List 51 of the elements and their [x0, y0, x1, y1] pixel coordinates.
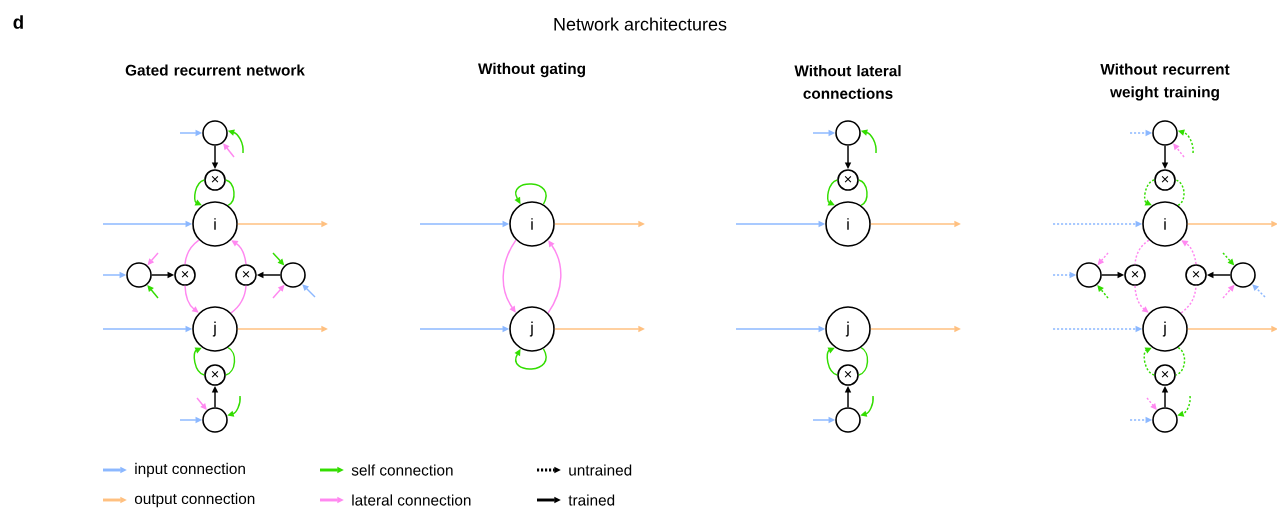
connector-line — [858, 179, 868, 207]
legend-label: self connection — [351, 464, 453, 476]
connector-line — [184, 239, 200, 265]
arrow — [826, 347, 838, 376]
neuron-circle — [1152, 120, 1178, 146]
neuron-circle — [202, 120, 228, 146]
arrow — [1143, 347, 1155, 376]
legend-label: trained — [568, 494, 615, 506]
arrow — [231, 240, 247, 265]
arrow — [1143, 179, 1155, 206]
figure-title: Network architectures — [554, 17, 727, 31]
legend-label: untrained — [569, 464, 632, 476]
connector-line — [230, 285, 247, 314]
connector-line — [1175, 346, 1186, 376]
arrow — [514, 348, 547, 370]
connector-line — [1180, 285, 1197, 314]
arrow — [826, 179, 838, 206]
arrow — [502, 239, 517, 313]
neuron-circle — [126, 262, 152, 288]
legend-label: lateral connection — [352, 494, 471, 506]
panel-title: Gated recurrent network — [125, 64, 305, 76]
arrow — [196, 397, 207, 410]
connector-line — [1175, 179, 1185, 207]
arrow — [193, 179, 205, 206]
neuron-circle — [1152, 407, 1178, 433]
connector-line — [225, 179, 235, 207]
neuron-circle — [280, 262, 306, 288]
panel-title: Without lateral connections — [794, 65, 901, 99]
arrow — [193, 347, 205, 376]
neuron-circle — [835, 120, 861, 146]
neuron-circle — [835, 407, 861, 433]
arrow — [184, 285, 199, 313]
neuron-circle — [1230, 262, 1256, 288]
arrow — [547, 240, 562, 314]
panel-title: Without gating — [478, 62, 585, 78]
connector-line — [858, 346, 869, 376]
connector-line — [1134, 239, 1150, 265]
neuron-circle — [1076, 262, 1102, 288]
neuron-circle — [202, 407, 228, 433]
panel-title: Without recurrent weight training — [1100, 63, 1230, 101]
arrow — [1252, 284, 1266, 298]
arrow — [1134, 285, 1149, 313]
arrow — [1181, 240, 1197, 265]
connector-line — [225, 346, 236, 376]
legend-label: input connection — [135, 462, 245, 478]
legend-label: output connection — [134, 492, 255, 508]
panel-letter: d — [13, 15, 23, 29]
arrow — [1146, 397, 1157, 410]
arrow — [223, 143, 235, 158]
arrow — [302, 284, 316, 298]
arrow — [1173, 143, 1185, 158]
